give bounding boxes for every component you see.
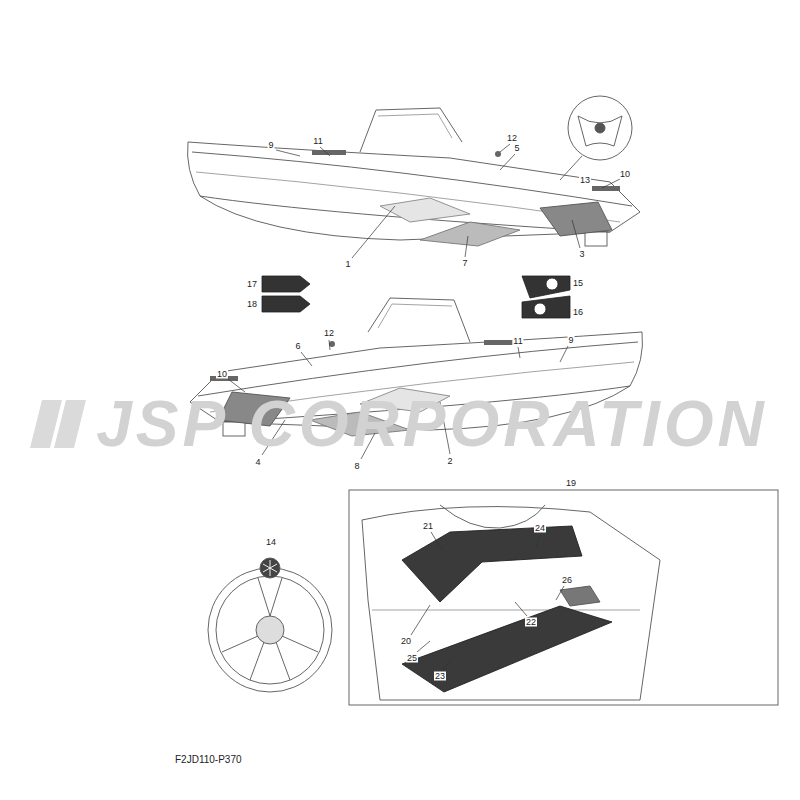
decal-part [262, 276, 310, 292]
callout-number: 22 [525, 618, 537, 627]
callout-number: 12 [506, 134, 518, 143]
boat-hull [368, 298, 470, 342]
leader-line [536, 534, 540, 548]
engine-bay-drawing [440, 505, 545, 528]
inset-box [349, 490, 778, 705]
callout-number: 9 [267, 141, 274, 150]
callout-number: 20 [400, 637, 412, 646]
decal-hole [534, 303, 546, 315]
callout-number: 21 [422, 522, 434, 531]
leader-line [417, 641, 430, 652]
callout-number: 11 [512, 337, 523, 346]
wheel-drawing [208, 568, 332, 692]
engine-bay-drawing [560, 586, 600, 606]
boat-hull [592, 186, 620, 191]
callout-number: 18 [246, 300, 258, 309]
leader-line [228, 379, 245, 392]
callout-number: 23 [434, 672, 446, 681]
engine-bay-drawing [402, 606, 612, 692]
boat-hull [380, 198, 470, 222]
callout-number: 10 [619, 170, 631, 179]
callout-number: 6 [294, 342, 301, 351]
leader-line [602, 179, 620, 188]
callout-number: 19 [565, 479, 577, 488]
inset-circle [568, 96, 632, 160]
callout-number: 10 [216, 370, 228, 379]
decal-part [262, 296, 310, 312]
engine-bay-drawing [362, 507, 660, 700]
callout-number: 11 [312, 137, 323, 146]
callout-number: 25 [406, 654, 418, 663]
inset-circle [595, 123, 605, 133]
leader-line [518, 347, 520, 358]
inset-circle [568, 96, 632, 160]
callout-number: 1 [344, 260, 351, 269]
watermark: JSP CORPORATION [96, 392, 768, 456]
watermark-logo [30, 400, 86, 448]
boat-hull [192, 152, 632, 206]
leader-line [500, 144, 510, 152]
callout-number: 5 [513, 144, 520, 153]
callout-number: 13 [579, 176, 591, 185]
watermark-logo [54, 400, 86, 448]
callout-number: 26 [561, 576, 573, 585]
leader-line [411, 605, 430, 635]
wheel-drawing [256, 616, 284, 644]
callout-number: 2 [446, 457, 453, 466]
boat-hull [420, 222, 520, 246]
leader-line [352, 206, 395, 258]
callout-number: 9 [567, 336, 574, 345]
leader-line [329, 340, 330, 350]
callout-number: 12 [323, 329, 335, 338]
part-code: F2JD110-P370 [175, 755, 242, 765]
leader-line [443, 661, 450, 670]
callout-number: 3 [578, 250, 585, 259]
decal-part [522, 276, 570, 298]
callout-number: 8 [353, 462, 360, 471]
leader-line [560, 346, 568, 362]
callout-number: 4 [254, 458, 261, 467]
decal-hole [546, 278, 558, 290]
engine-bay-drawing [372, 610, 640, 611]
wheel-drawing [216, 576, 324, 684]
wheel-drawing [260, 558, 280, 578]
callout-number: 16 [572, 308, 584, 317]
leader-line [500, 154, 515, 170]
leader-line [556, 586, 564, 600]
boat-hull [540, 202, 612, 236]
boat-hull [360, 108, 462, 152]
leader-line [320, 147, 330, 156]
inset-circle [578, 116, 622, 146]
boat-hull [312, 150, 346, 155]
boat-hull [378, 304, 452, 328]
engine-bay-drawing [362, 505, 660, 700]
boat-hull [378, 114, 452, 138]
callout-number: 24 [534, 524, 546, 533]
decal-part [522, 296, 570, 318]
leader-line [301, 352, 312, 366]
wheel-drawing [208, 558, 332, 692]
callout-number: 14 [265, 538, 277, 547]
callout-number: 15 [572, 279, 584, 288]
wheel-drawing [263, 560, 277, 576]
decal-part [262, 276, 570, 318]
leader-line [431, 532, 442, 550]
boat-hull [198, 342, 638, 396]
engine-bay-drawing [402, 526, 582, 602]
boat-hull [585, 232, 607, 246]
boat-hull [188, 142, 641, 240]
wheel-drawing [222, 578, 318, 680]
leader-line [515, 602, 527, 616]
callout-number: 7 [461, 259, 468, 268]
inset-box [349, 490, 778, 705]
leader-line [572, 220, 580, 248]
leader-line [465, 236, 468, 257]
leader-line [276, 150, 300, 156]
decal-hole [534, 278, 558, 315]
callout-number: 17 [246, 280, 258, 289]
